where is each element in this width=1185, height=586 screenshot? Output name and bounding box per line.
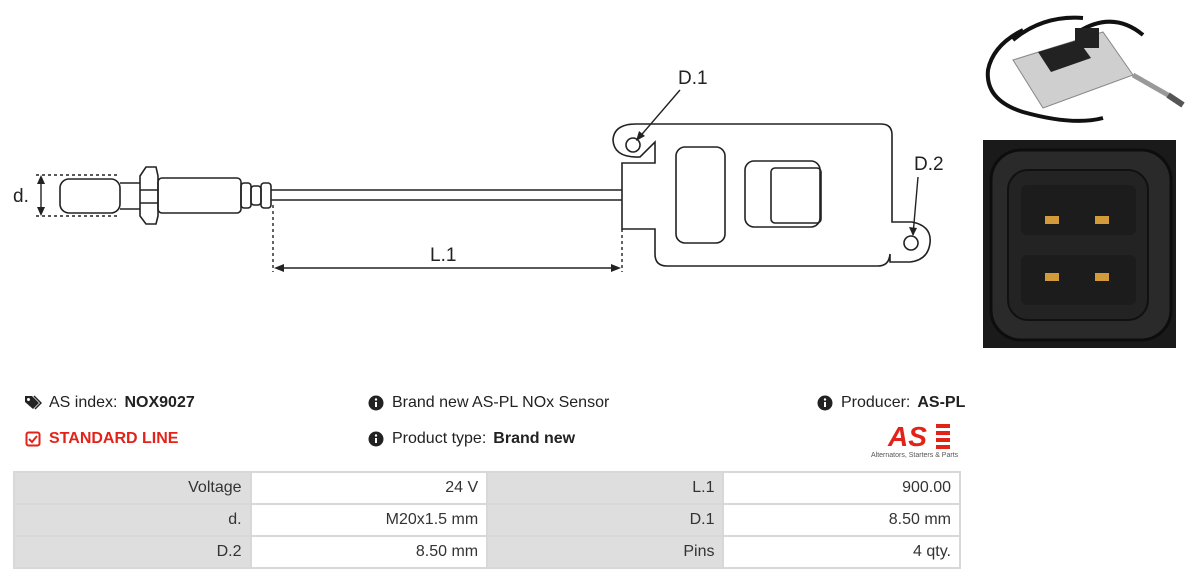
producer: Producer: AS-PL xyxy=(816,394,965,412)
spec-key: Voltage xyxy=(13,471,252,505)
spec-key: D.1 xyxy=(486,503,725,537)
specifications-table: Voltage 24 V L.1 900.00 d. M20x1.5 mm D.… xyxy=(13,471,961,569)
info-icon xyxy=(816,394,834,412)
product-type-label: Product type: xyxy=(392,430,487,447)
info-icon xyxy=(367,430,385,448)
spec-value: 900.00 xyxy=(722,471,961,505)
standard-line-label: STANDARD LINE xyxy=(49,430,179,447)
standard-line: STANDARD LINE xyxy=(24,430,178,448)
as-pl-logo: AS Alternators, Starters & Parts xyxy=(866,420,966,460)
producer-value: AS-PL xyxy=(917,394,966,411)
spec-key: Pins xyxy=(486,535,725,569)
d-dimension-label: d. xyxy=(13,186,29,207)
table-row: d. M20x1.5 mm D.1 8.50 mm xyxy=(13,503,961,537)
svg-text:AS: AS xyxy=(887,421,927,452)
product-type: Product type: Brand new xyxy=(367,430,575,448)
spec-value: 8.50 mm xyxy=(249,535,489,569)
spec-value: 24 V xyxy=(249,471,489,505)
d2-dimension-label: D.2 xyxy=(914,154,944,175)
technical-drawing: d. L.1 D.1 D.2 xyxy=(13,68,944,272)
svg-text:Alternators, Starters & Parts: Alternators, Starters & Parts xyxy=(871,452,959,459)
table-row: D.2 8.50 mm Pins 4 qty. xyxy=(13,535,961,569)
product-type-value: Brand new xyxy=(493,430,576,447)
product-photo xyxy=(983,0,1185,140)
as-index: AS index: NOX9027 xyxy=(24,394,195,412)
tags-icon xyxy=(24,394,42,412)
connector-photo xyxy=(983,140,1176,348)
spec-value: 8.50 mm xyxy=(722,503,961,537)
description-text: Brand new AS-PL NOx Sensor xyxy=(392,394,610,411)
d1-dimension-label: D.1 xyxy=(678,68,708,89)
as-index-value: NOX9027 xyxy=(124,394,195,411)
producer-label: Producer: xyxy=(841,394,911,411)
l1-dimension-label: L.1 xyxy=(430,245,456,266)
description: Brand new AS-PL NOx Sensor xyxy=(367,394,609,412)
spec-value: 4 qty. xyxy=(722,535,961,569)
as-index-label: AS index: xyxy=(49,394,118,411)
checkbox-checked-icon xyxy=(24,430,42,448)
spec-key: D.2 xyxy=(13,535,252,569)
spec-key: L.1 xyxy=(486,471,725,505)
spec-value: M20x1.5 mm xyxy=(249,503,489,537)
spec-key: d. xyxy=(13,503,252,537)
info-icon xyxy=(367,394,385,412)
table-row: Voltage 24 V L.1 900.00 xyxy=(13,471,961,505)
